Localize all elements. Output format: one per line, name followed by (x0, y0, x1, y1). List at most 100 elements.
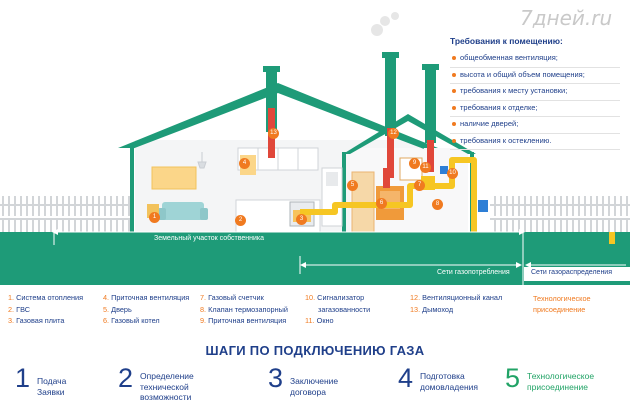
marker-3: 3 (296, 214, 307, 225)
legend-number: 9. (200, 316, 209, 325)
gas-alarm (440, 166, 448, 174)
chimneys (263, 52, 439, 143)
step-number: 4 (398, 363, 414, 393)
marker-13: 13 (268, 128, 279, 139)
legend-number: 10. (305, 293, 318, 302)
requirements-title: Требования к помещению: (450, 36, 563, 46)
legend-number: 4. (103, 293, 112, 302)
legend-item: 9. Приточная вентиляция (200, 315, 288, 327)
legend-item: 1. Система отопления (8, 292, 83, 304)
legend-item: 11. Окно (305, 315, 370, 327)
consumption-network-label: Сети газопотребления (437, 269, 510, 276)
step-label-line: возможности (140, 392, 192, 402)
marker-9: 9 (409, 158, 420, 169)
legend-item: 6. Газовый котел (103, 315, 189, 327)
requirement-item: требования к месту установки; (450, 84, 620, 101)
marker-1: 1 (149, 212, 160, 223)
legend-text: Сигнализатор (317, 293, 365, 302)
left-fence (0, 196, 130, 232)
legend-number: 12. (410, 293, 423, 302)
legend-number: 6. (103, 316, 112, 325)
step-number: 3 (268, 363, 284, 393)
step-label-line: Заключение договора (290, 376, 339, 397)
legend-item: 13. Дымоход (410, 304, 502, 316)
legend-text: Газовый котел (111, 316, 160, 325)
legend-number: 7. (200, 293, 209, 302)
technological-connection-note: Технологическое присоединение (533, 293, 591, 315)
requirement-item: общеобменная вентиляция; (450, 51, 620, 68)
legend-text: Приточная вентиляция (208, 316, 287, 325)
step-label: Заключение договора (290, 376, 338, 397)
watermark: 7дней.ru (520, 6, 613, 30)
marker-5: 5 (347, 180, 358, 191)
step-label-line: Определение технической (140, 371, 194, 392)
legend-item: 5. Дверь (103, 304, 189, 316)
legend-text: загазованности (318, 304, 371, 314)
distribution-label-bg (524, 267, 630, 281)
legend-item: 7. Газовый счетчик (200, 292, 288, 304)
step-label-line: домовладения (420, 381, 478, 392)
steps-title: ШАГИ ПО ПОДКЛЮЧЕНИЮ ГАЗА (205, 343, 425, 358)
step-number: 1 (15, 363, 31, 393)
legend-text: Газовая плита (16, 316, 65, 325)
boiler-room-roof (343, 114, 476, 154)
house-illustration (0, 12, 630, 285)
requirements-list: общеобменная вентиляция;высота и общий о… (450, 51, 620, 150)
marker-8: 8 (432, 199, 443, 210)
step-label-line: Подготовка (420, 371, 465, 381)
step-label: Подача Заявки (37, 376, 66, 397)
legend-text: ГВС (16, 304, 30, 314)
step-number: 5 (505, 363, 521, 393)
legend-item: 4. Приточная вентиляция (103, 292, 189, 304)
marker-7: 7 (414, 180, 425, 191)
step-label-line: Технологическое (527, 371, 595, 381)
marker-6: 6 (376, 198, 387, 209)
legend-text: Приточная вентиляция (111, 293, 190, 302)
legend-number: 13. (410, 304, 423, 314)
marker-10: 10 (447, 168, 458, 179)
step-label-line: присоединение (527, 381, 588, 392)
requirement-item: наличие дверей; (450, 117, 620, 134)
legend-item: 10. Сигнализатор (305, 292, 370, 304)
requirements-panel: Требования к помещению: общеобменная вен… (450, 36, 620, 150)
legend-text: Газовый счетчик (208, 293, 264, 302)
gas-pipe (300, 157, 612, 247)
right-fence (490, 196, 630, 232)
legend-item: 8. Клапан термозапорный (200, 304, 288, 316)
legend-item: загазованности (305, 304, 370, 316)
requirement-item: требования к отделке; (450, 101, 620, 117)
legend-text: Система отопления (16, 293, 84, 302)
marker-4: 4 (239, 158, 250, 169)
marker-12: 12 (388, 128, 399, 139)
step-label-line: Подача Заявки (37, 376, 67, 397)
note-line: присоединение (533, 305, 586, 314)
legend-number: 5. (103, 304, 112, 314)
step-number: 2 (118, 363, 134, 393)
legend-number: 2. (8, 304, 17, 314)
picture-frame (152, 167, 196, 189)
legend-item: 2. ГВС (8, 304, 83, 316)
marker-11: 11 (420, 162, 431, 173)
legend-text: Клапан термозапорный (208, 304, 288, 314)
legend-item: 3. Газовая плита (8, 315, 83, 327)
legend-text: Вентиляционный канал (422, 293, 503, 302)
note-line: Технологическое (533, 294, 591, 303)
legend-number: 11. (305, 316, 317, 325)
requirement-item: требования к остеклению. (450, 134, 620, 150)
land-plot-label: Земельный участок собственника (151, 235, 268, 242)
distribution-network-label: Сети газораспределения (531, 269, 613, 276)
sofa (162, 202, 204, 220)
legend-number: 1. (8, 293, 17, 302)
legend-text: Дверь (111, 304, 132, 314)
meter-outside (478, 200, 488, 212)
legend-number: 8. (200, 304, 209, 314)
requirement-item: высота и общий объем помещения; (450, 68, 620, 84)
legend-item: 12. Вентиляционный канал (410, 292, 502, 304)
